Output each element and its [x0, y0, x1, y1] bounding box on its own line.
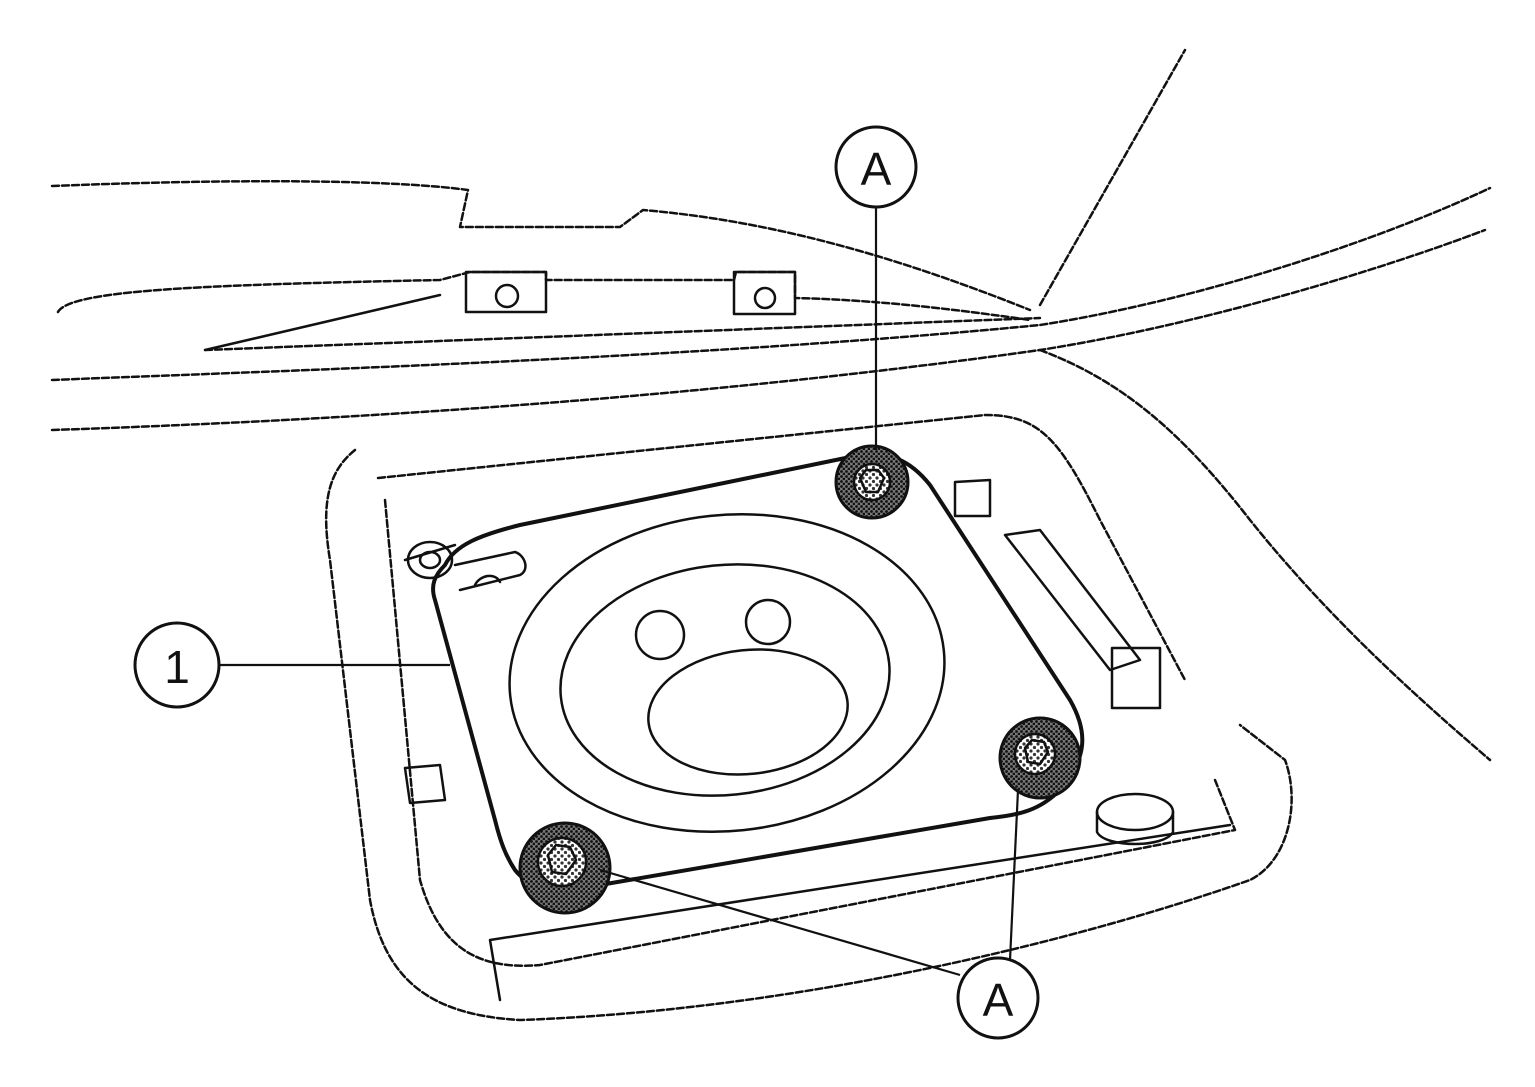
speaker-unit [431, 452, 1085, 890]
callout-a-bottom-label: A [983, 974, 1014, 1026]
fastener-right [998, 716, 1082, 800]
callout-part-1: 1 [133, 621, 221, 709]
callout-part-1-label: 1 [164, 641, 190, 693]
bracket-hole-left [494, 283, 520, 309]
boss-left [406, 540, 454, 580]
fastener-top [834, 444, 910, 520]
speaker-recess [324, 413, 1293, 1022]
upper-bracket [464, 270, 797, 316]
leader-lines [218, 207, 1020, 977]
fastener-bottom-left [518, 821, 612, 915]
callout-a-top: A [834, 125, 918, 209]
callout-a-bottom: A [956, 956, 1040, 1040]
boss-right [1095, 792, 1175, 832]
callout-a-top-label: A [861, 143, 892, 195]
upper-trim-panel [50, 48, 1492, 762]
clip-top-right [953, 478, 992, 518]
rail-right [1003, 528, 1142, 672]
bracket-hole-right [753, 286, 777, 310]
clip-right [1110, 646, 1162, 710]
